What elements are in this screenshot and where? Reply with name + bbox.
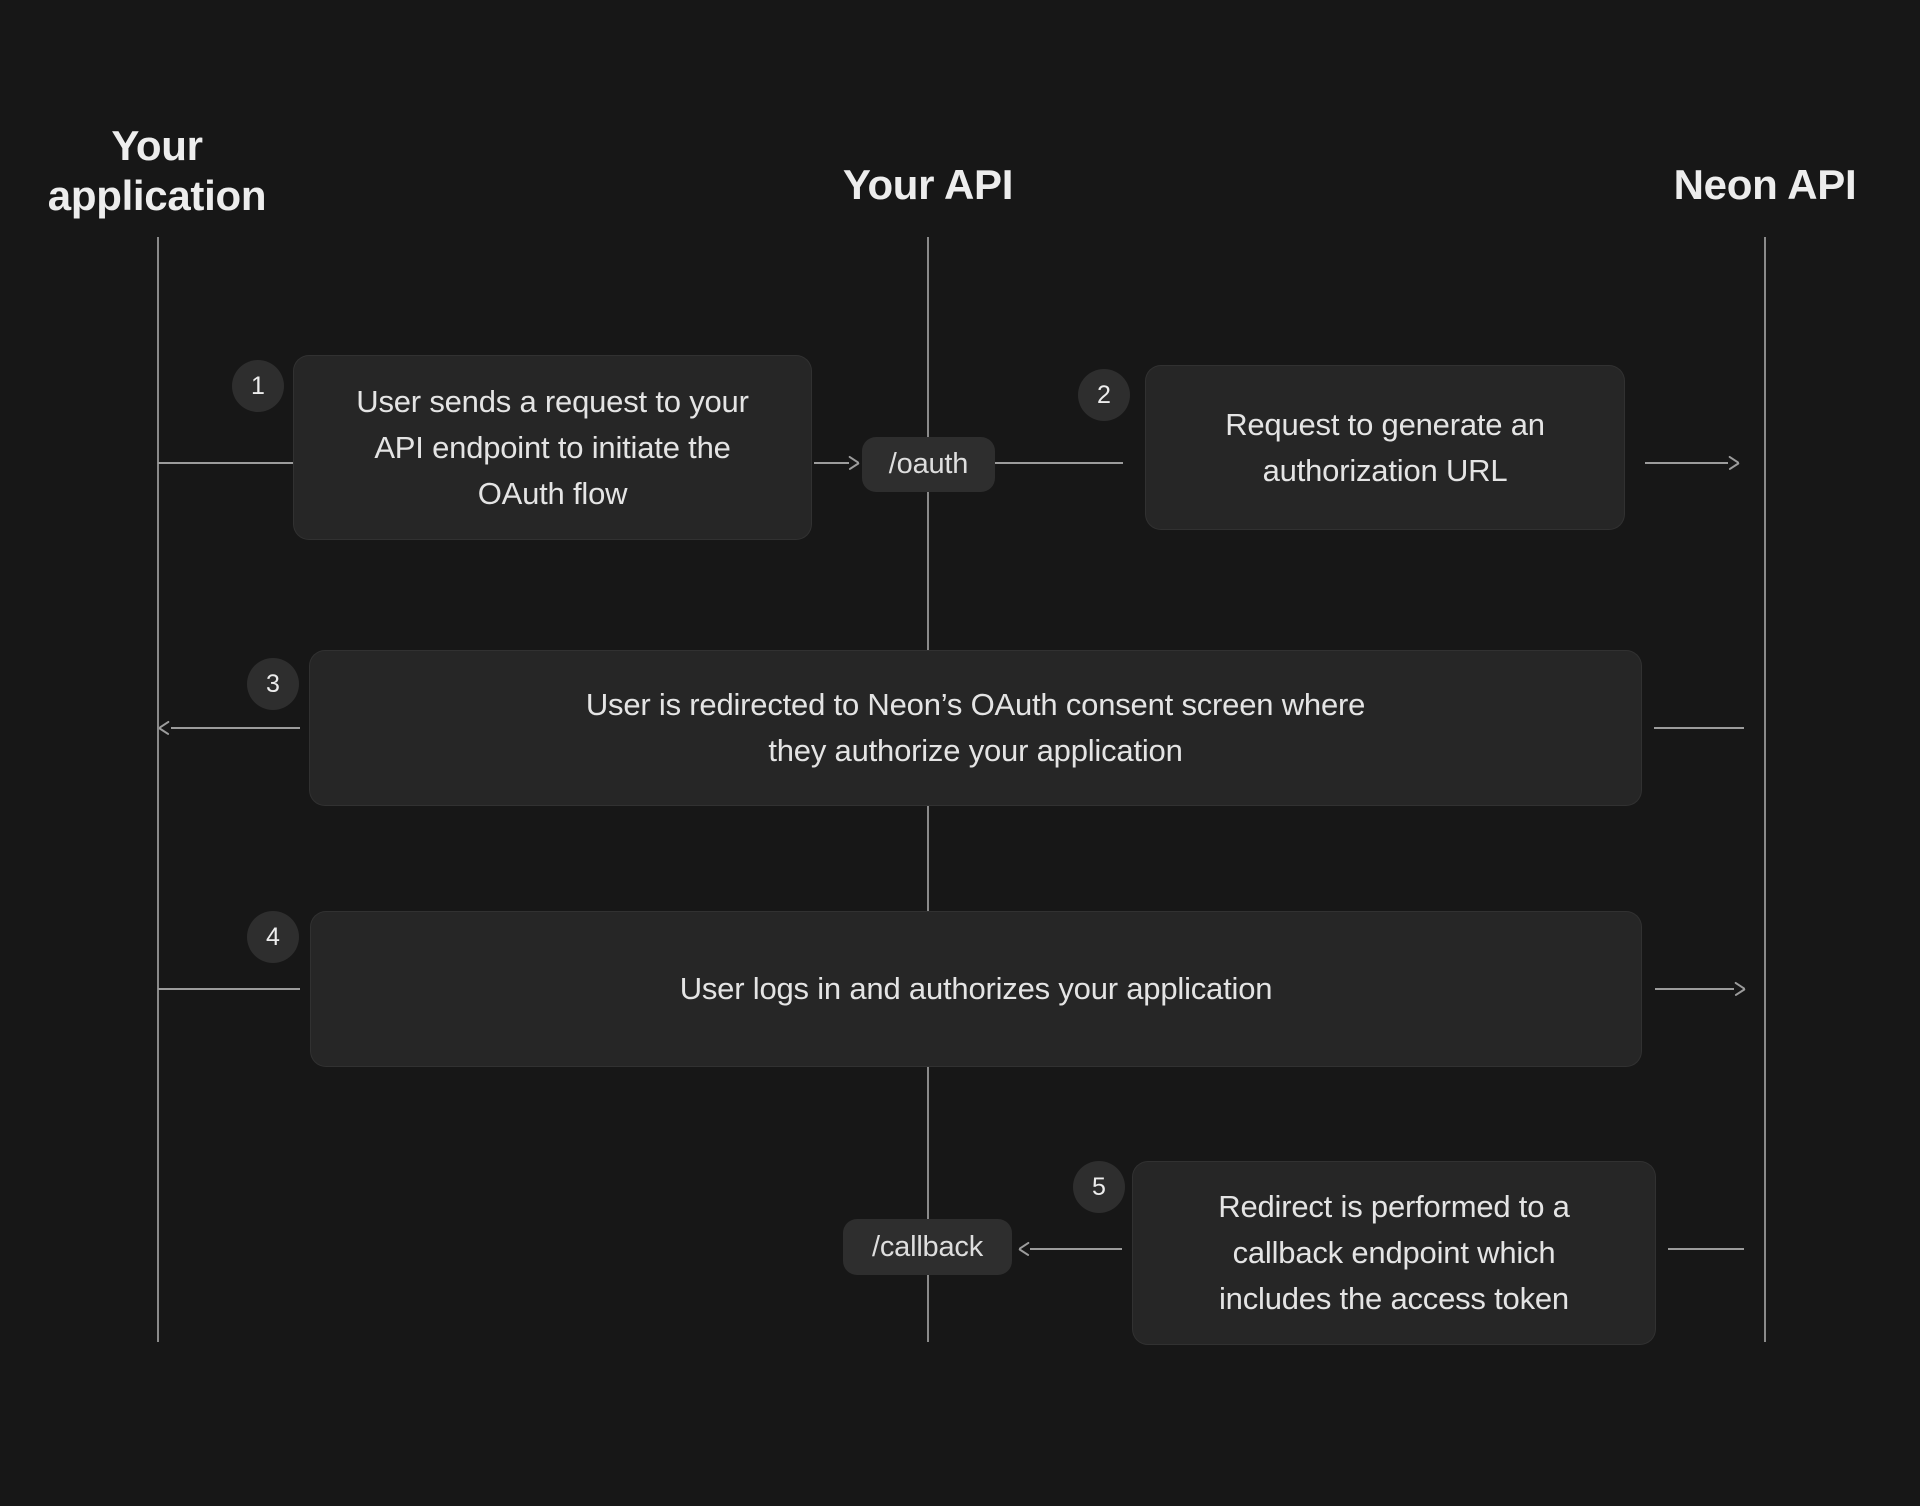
- arrowhead-right-step4: [1732, 981, 1746, 997]
- connector-step5-right: [1668, 1248, 1744, 1250]
- endpoint-badge-callback: /callback: [843, 1219, 1012, 1275]
- connector-step3-left: [171, 727, 300, 729]
- message-text-step1: User sends a request to your API endpoin…: [356, 383, 749, 511]
- message-box-step1: User sends a request to your API endpoin…: [293, 355, 812, 540]
- lifeline-your-application: [157, 237, 159, 1342]
- message-box-step5: Redirect is performed to a callback endp…: [1132, 1161, 1656, 1345]
- lifeline-neon-api: [1764, 237, 1766, 1342]
- message-text-step4: User logs in and authorizes your applica…: [679, 971, 1273, 1006]
- connector-oauth-to-step2: [995, 462, 1123, 464]
- lane-header-your-application: Your application: [47, 122, 267, 219]
- message-box-step4: User logs in and authorizes your applica…: [310, 911, 1642, 1067]
- step-number-badge-1: 1: [232, 360, 284, 412]
- connector-step4-left: [158, 988, 300, 990]
- arrowhead-right-step1: [846, 455, 860, 471]
- step-number-badge-5: 5: [1073, 1161, 1125, 1213]
- connector-step1-to-oauth: [814, 462, 849, 464]
- arrowhead-right-step2: [1726, 455, 1740, 471]
- step-number-badge-2: 2: [1078, 369, 1130, 421]
- connector-step5-to-callback: [1030, 1248, 1122, 1250]
- connector-step1-left: [158, 462, 293, 464]
- message-text-step5: Redirect is performed to a callback endp…: [1218, 1189, 1570, 1316]
- message-box-step2: Request to generate an authorization URL: [1145, 365, 1625, 530]
- connector-step2-right: [1645, 462, 1728, 464]
- message-box-step3: User is redirected to Neon’s OAuth conse…: [309, 650, 1642, 806]
- message-text-step2: Request to generate an authorization URL: [1225, 406, 1545, 488]
- connector-step3-right: [1654, 727, 1744, 729]
- step-number-badge-4: 4: [247, 911, 299, 963]
- endpoint-badge-oauth: /oauth: [862, 437, 995, 492]
- lane-header-your-api: Your API: [842, 161, 1014, 208]
- step-number-badge-3: 3: [247, 658, 299, 710]
- message-text-step3: User is redirected to Neon’s OAuth conse…: [585, 687, 1366, 768]
- connector-step4-right: [1655, 988, 1734, 990]
- arrowhead-left-step3: [158, 720, 172, 736]
- lane-header-neon-api: Neon API: [1673, 161, 1857, 208]
